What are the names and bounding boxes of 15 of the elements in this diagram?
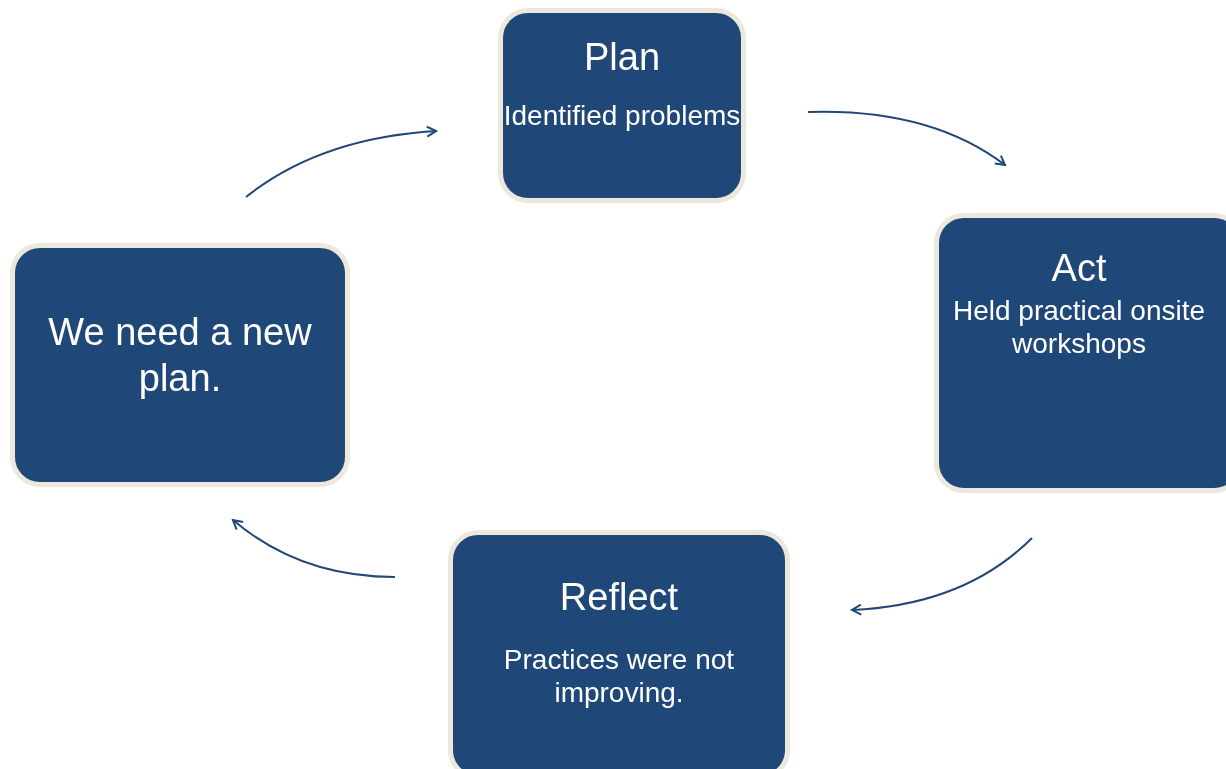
box-text: Practices were not improving. bbox=[502, 642, 736, 710]
process-box bbox=[10, 243, 350, 487]
process-box bbox=[448, 530, 790, 769]
curved-arrow bbox=[807, 110, 1006, 166]
box-text: Identified problems bbox=[503, 98, 741, 133]
box-heading: Plan bbox=[583, 35, 661, 80]
box-text: We need a new plan. bbox=[47, 310, 313, 401]
curved-arrow bbox=[232, 519, 396, 578]
curved-arrow bbox=[851, 537, 1033, 616]
process-box bbox=[498, 8, 746, 203]
process-box bbox=[934, 213, 1226, 493]
curved-arrow bbox=[245, 125, 437, 198]
box-heading: Reflect bbox=[559, 575, 679, 620]
box-heading: Act bbox=[1051, 246, 1107, 291]
box-text: Held practical onsite workshops bbox=[951, 293, 1207, 361]
